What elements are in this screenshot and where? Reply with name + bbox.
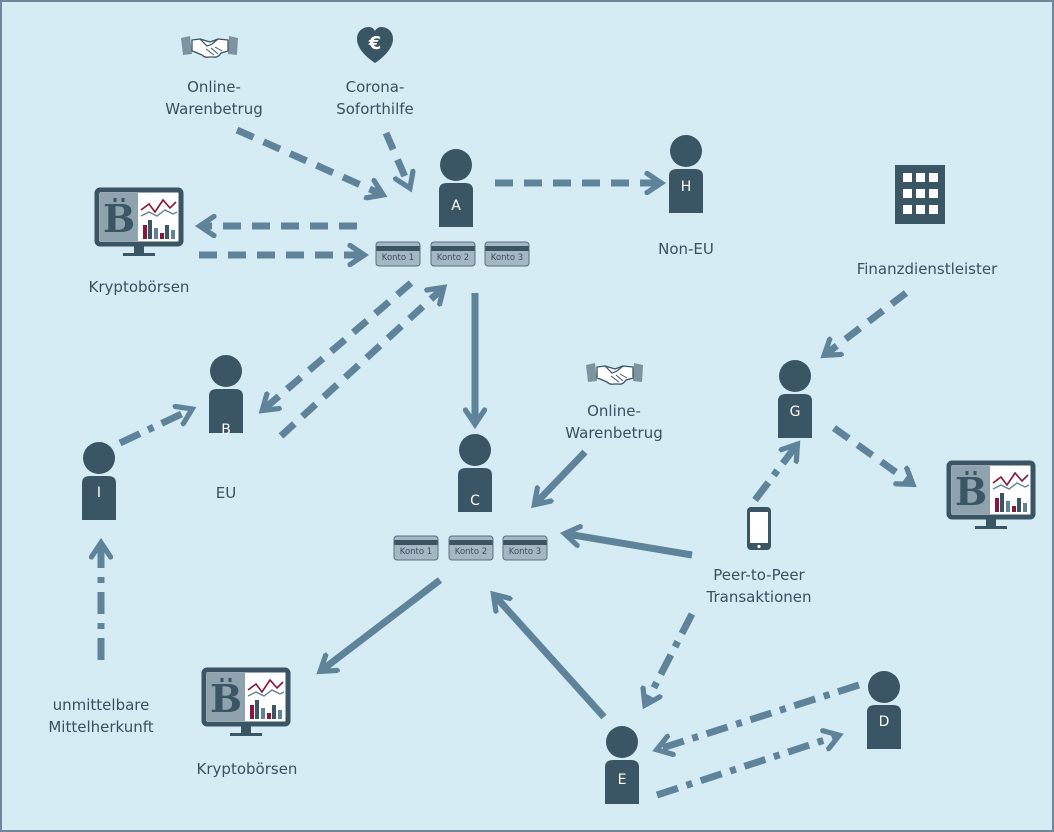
arrow-c-to-krypto: [322, 577, 443, 670]
dashed-flow-arrows: [199, 126, 911, 483]
crypto-exchange-bottom-icon: [204, 670, 288, 736]
arrow-p2p-to-g: [752, 446, 796, 503]
arrow-p2p-to-e: [646, 612, 696, 703]
crypto-exchange-right-icon: [949, 463, 1033, 529]
label-online-warenbetrug-top: Online- Warenbetrug: [165, 78, 263, 118]
arrow-p2p-to-c: [567, 534, 693, 559]
account-label-c2: Konto 2: [454, 547, 488, 557]
person-h: [669, 135, 703, 213]
person-label-b: B: [221, 422, 231, 438]
account-label-a3: Konto 3: [490, 253, 524, 263]
person-label-c: C: [470, 493, 480, 509]
arrow-warenbetrug-to-a: [235, 126, 381, 194]
arrow-warenbetrug-to-c: [536, 449, 588, 503]
person-i: [82, 442, 116, 520]
account-label-a1: Konto 1: [381, 253, 415, 263]
label-kryptoboersen-bottom: Kryptobörsen: [196, 760, 298, 778]
crypto-exchange-left-icon: [97, 190, 181, 256]
label-eu: EU: [215, 484, 237, 502]
arrow-g-to-krypto: [831, 425, 911, 483]
label-non-eu: Non-EU: [658, 240, 714, 258]
person-label-g: G: [789, 404, 801, 420]
arrow-i-to-b: [118, 410, 190, 447]
person-a: [439, 149, 473, 227]
heart-euro-icon: €: [357, 27, 393, 63]
person-label-d: D: [878, 714, 890, 730]
building-icon: [895, 165, 945, 224]
label-online-warenbetrug-mid: Online- Warenbetrug: [565, 402, 663, 442]
arrow-soforthilfe-to-a: [382, 131, 409, 186]
label-peer-to-peer: Peer-to-Peer Transaktionen: [706, 566, 812, 606]
label-corona-soforthilfe: Corona- Soforthilfe: [336, 78, 414, 118]
account-label-c1: Konto 1: [399, 547, 433, 557]
arrow-finanz-to-g: [826, 290, 909, 354]
svg-text:€: €: [368, 33, 382, 54]
person-label-h: H: [680, 179, 692, 195]
arrow-b-to-a: [278, 289, 442, 439]
account-label-a2: Konto 2: [436, 253, 470, 263]
smartphone-icon: [747, 507, 771, 550]
label-unmittelbare-mittelherkunft: unmittelbare Mittelherkunft: [48, 696, 154, 736]
dashdot-flow-arrows: [101, 410, 861, 799]
label-finanzdienstleister: Finanzdienstleister: [856, 260, 998, 278]
person-label-a: A: [451, 198, 461, 214]
arrow-e-to-c: [495, 596, 607, 720]
arrow-a-to-b: [264, 280, 414, 409]
person-g: [778, 360, 812, 438]
arrow-e-to-d: [655, 736, 837, 799]
person-d: [867, 671, 901, 749]
person-label-i: I: [96, 485, 102, 501]
person-e: [605, 726, 639, 804]
solid-flow-arrows: [322, 293, 693, 720]
account-label-c3: Konto 3: [508, 547, 542, 557]
arrow-d-to-e: [659, 681, 861, 749]
label-kryptoboersen-left: Kryptobörsen: [88, 278, 190, 296]
person-label-e: E: [617, 772, 627, 788]
